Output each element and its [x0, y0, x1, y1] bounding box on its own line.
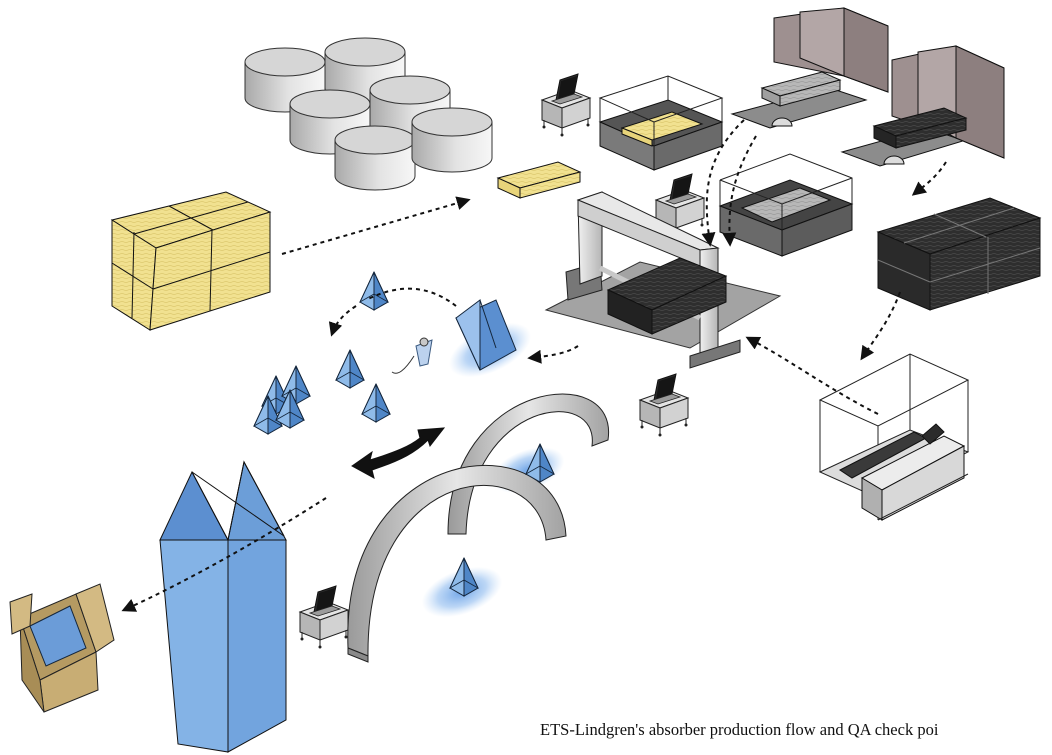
- flow-arrows: [121, 119, 947, 612]
- workstation-cart-3: [639, 373, 689, 437]
- diagram-caption: ETS-Lindgren's absorber production flow …: [540, 720, 939, 739]
- double-arrow-icon: [351, 427, 446, 479]
- flow-arrow-foam-to-block: [281, 196, 471, 255]
- inspection-booth: [818, 353, 970, 521]
- curing-tank: [718, 153, 854, 257]
- drying-oven-2: [840, 45, 1005, 167]
- cut-foam-block: [496, 161, 582, 199]
- shipping-box: [9, 583, 115, 713]
- cutting-station: [544, 191, 782, 369]
- impregnation-tank: [598, 75, 724, 171]
- drying-oven-1: [730, 7, 889, 129]
- workstation-cart-4: [299, 585, 349, 649]
- spray-gun-icon: [391, 337, 433, 374]
- pyramid-absorbers: [253, 271, 555, 597]
- large-absorber-blocks: [159, 460, 287, 753]
- coated-absorber: [455, 299, 517, 371]
- raw-foam-stack: [110, 191, 272, 331]
- carbon-loaded-foam-stack: [876, 197, 1042, 311]
- mixing-tanks: [244, 37, 493, 191]
- workstation-cart-1: [541, 73, 591, 137]
